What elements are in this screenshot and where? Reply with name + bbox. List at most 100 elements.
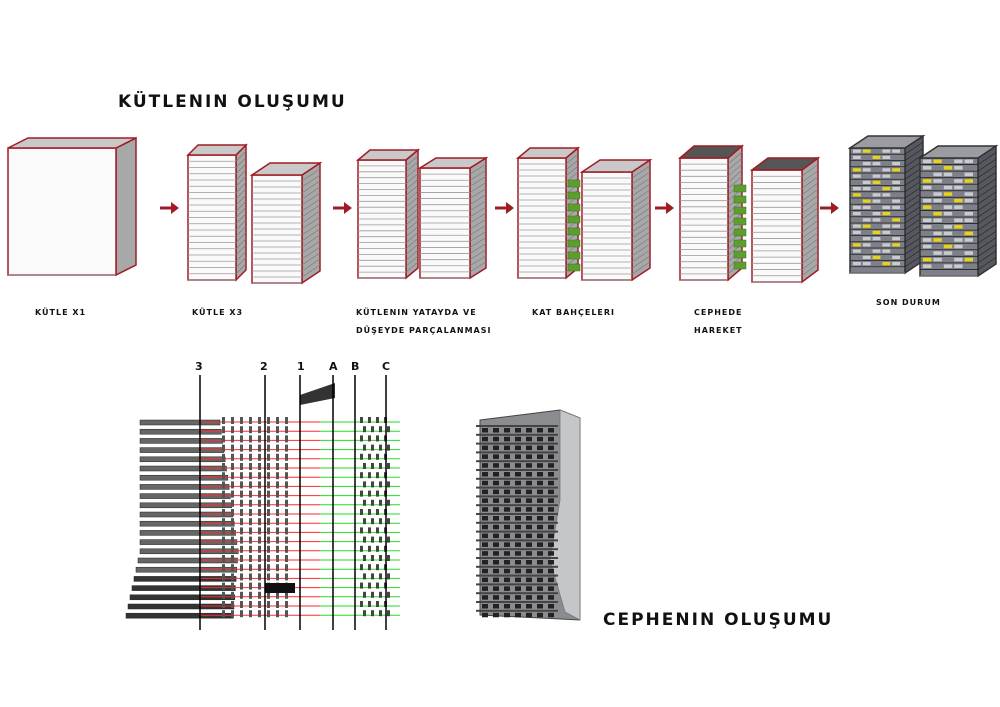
tower-roof bbox=[677, 145, 745, 159]
floor-line bbox=[631, 165, 651, 179]
tower-mass bbox=[677, 144, 745, 282]
window bbox=[548, 472, 554, 477]
window bbox=[882, 193, 891, 197]
floor-line bbox=[405, 208, 419, 220]
floor-slab bbox=[476, 565, 558, 568]
floor-line bbox=[631, 261, 651, 275]
floor-line bbox=[801, 170, 819, 183]
facade-panel bbox=[249, 527, 252, 535]
window bbox=[482, 595, 488, 600]
facade-panel bbox=[231, 591, 234, 599]
window bbox=[493, 524, 499, 530]
facade-panel bbox=[379, 499, 382, 506]
floor-line bbox=[801, 207, 819, 221]
facade-panel bbox=[240, 536, 243, 544]
window bbox=[504, 445, 510, 451]
arrow-head bbox=[344, 202, 352, 214]
floor-line bbox=[235, 188, 247, 199]
facade-panel bbox=[258, 527, 261, 535]
floor-line bbox=[235, 238, 247, 249]
facade-panel bbox=[222, 444, 225, 452]
facade-panel bbox=[267, 472, 270, 480]
window bbox=[504, 551, 510, 556]
floor-line bbox=[977, 224, 997, 237]
window bbox=[482, 516, 488, 521]
facade-panel bbox=[285, 463, 288, 470]
floor-slab bbox=[476, 521, 558, 524]
window bbox=[537, 454, 543, 459]
facade-panel bbox=[222, 582, 225, 590]
tower-mass bbox=[579, 158, 653, 282]
floor-line bbox=[727, 170, 743, 183]
window bbox=[933, 251, 942, 255]
facade-panel bbox=[276, 536, 279, 544]
facade-panel bbox=[222, 509, 225, 516]
floor-line bbox=[801, 213, 819, 227]
facade-panel bbox=[267, 509, 270, 516]
facade-panel bbox=[240, 518, 243, 526]
facade-panel bbox=[231, 490, 234, 498]
floor-line bbox=[727, 157, 743, 171]
window bbox=[923, 257, 932, 262]
facade-panel bbox=[371, 555, 374, 561]
window bbox=[537, 445, 543, 451]
floor-line bbox=[727, 151, 743, 165]
floor-line bbox=[631, 183, 651, 197]
facade-panel bbox=[276, 527, 279, 535]
window bbox=[862, 199, 871, 203]
floor-line bbox=[631, 225, 651, 239]
floor-line bbox=[469, 169, 487, 181]
window bbox=[504, 516, 510, 521]
window bbox=[526, 586, 532, 591]
facade-panel bbox=[249, 564, 252, 572]
facade-panel bbox=[267, 481, 270, 489]
window bbox=[862, 168, 871, 172]
window bbox=[504, 533, 510, 539]
window bbox=[504, 472, 510, 477]
facade-panel bbox=[222, 564, 225, 572]
window bbox=[526, 463, 532, 468]
window bbox=[923, 166, 932, 170]
facade-panel bbox=[249, 472, 252, 480]
floor-line bbox=[904, 154, 924, 167]
facade-panel bbox=[376, 601, 379, 607]
floor-line bbox=[235, 169, 247, 181]
window bbox=[526, 454, 532, 459]
facade-panel bbox=[240, 472, 243, 480]
window bbox=[862, 162, 871, 166]
floor-garden bbox=[567, 179, 581, 188]
facade-panel bbox=[240, 527, 243, 535]
window bbox=[537, 595, 543, 600]
facade-panel bbox=[376, 435, 379, 442]
floor-line bbox=[469, 218, 487, 230]
facade-panel bbox=[240, 490, 243, 498]
window bbox=[493, 428, 499, 433]
floor-garden bbox=[567, 215, 581, 224]
window bbox=[515, 428, 521, 433]
window bbox=[504, 612, 510, 618]
window bbox=[482, 586, 488, 591]
facade-panel bbox=[249, 417, 252, 424]
window bbox=[482, 454, 488, 459]
floor-line bbox=[469, 255, 487, 267]
tower-mass bbox=[417, 156, 489, 280]
floor-garden bbox=[733, 195, 747, 204]
facade-panel bbox=[363, 426, 366, 433]
window bbox=[548, 586, 554, 591]
window bbox=[954, 166, 963, 170]
floor-line bbox=[405, 185, 419, 196]
facade-panel bbox=[387, 444, 390, 451]
facade-panel bbox=[258, 509, 261, 516]
floor-line bbox=[977, 204, 997, 218]
floor-line bbox=[405, 244, 419, 255]
facade-panel bbox=[371, 518, 374, 525]
facade-panel bbox=[363, 481, 366, 488]
floor-line bbox=[405, 214, 419, 226]
floor-line bbox=[301, 204, 321, 218]
window bbox=[537, 524, 543, 530]
floor-slab bbox=[476, 557, 558, 559]
facade-panel bbox=[222, 490, 225, 498]
window bbox=[548, 454, 554, 459]
floor-line bbox=[405, 226, 419, 237]
floor-slab bbox=[476, 460, 558, 463]
